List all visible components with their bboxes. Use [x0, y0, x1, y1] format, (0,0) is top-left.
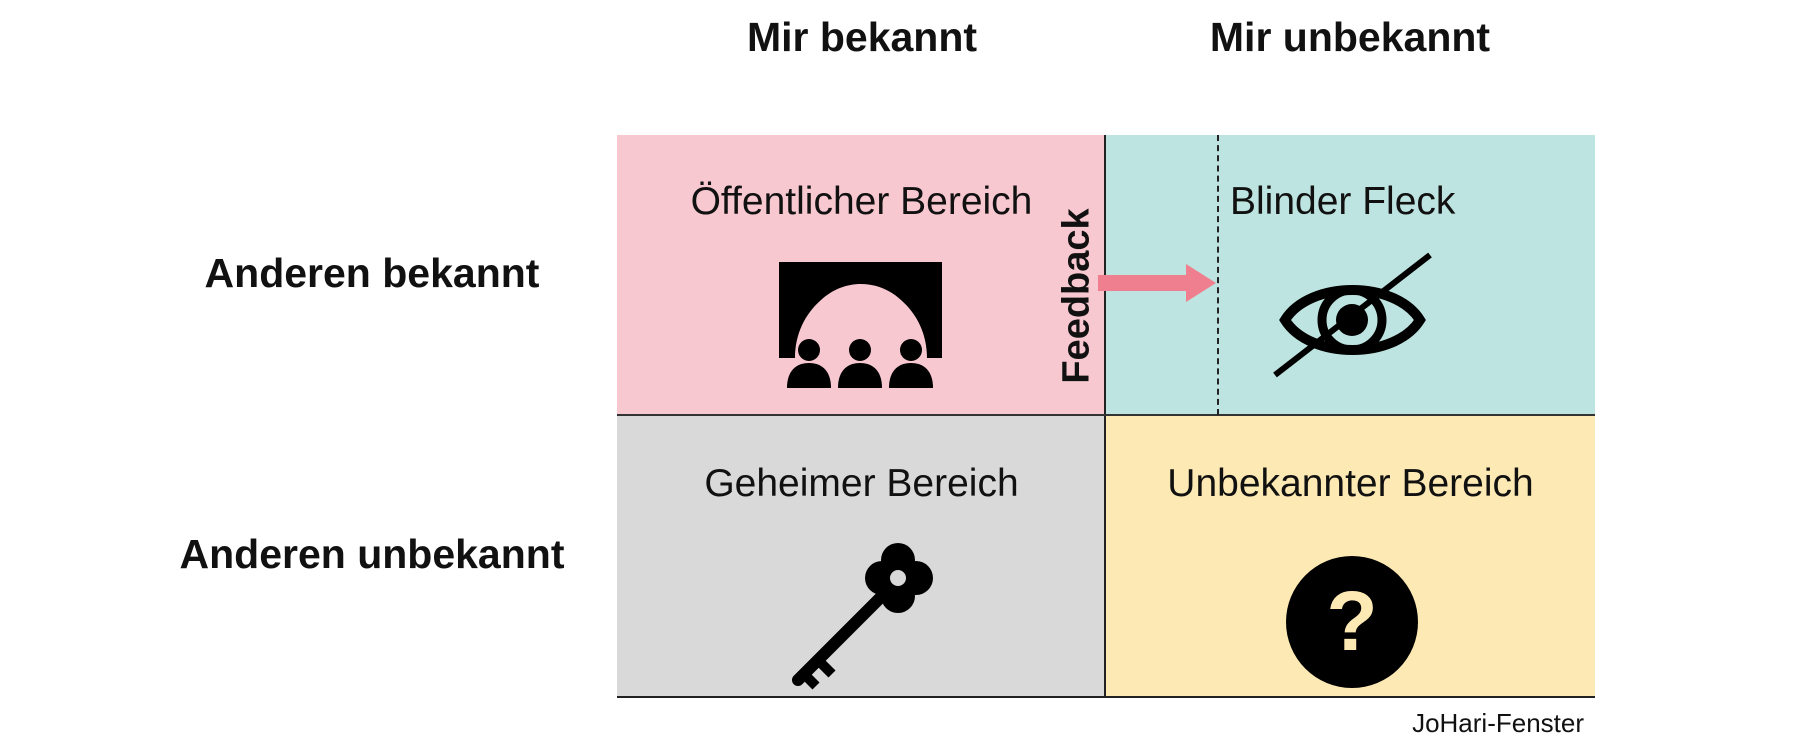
quadrant-title-blind-spot: Blinder Fleck: [1230, 180, 1456, 223]
dashed-divider: [1217, 135, 1219, 415]
quadrant-hidden: [617, 415, 1106, 697]
quadrant-title-public: Öffentlicher Bereich: [690, 180, 1033, 223]
column-header-unknown: Mir unbekannt: [1209, 14, 1491, 60]
key-icon: [792, 543, 933, 690]
caption: JoHari-Fenster: [1412, 708, 1584, 738]
feedback-arrow-icon: [1098, 264, 1216, 302]
horizontal-divider: [617, 414, 1595, 416]
vertical-divider: [1104, 135, 1106, 697]
feedback-label: Feedback: [1055, 208, 1098, 384]
svg-text:?: ?: [1326, 574, 1377, 668]
quadrant-title-unknown: Unbekannter Bereich: [1167, 462, 1534, 505]
question-mark-icon: ?: [1286, 556, 1418, 688]
row-header-unknown: Anderen unbekannt: [179, 531, 565, 577]
row-header-known: Anderen bekannt: [204, 250, 540, 296]
theater-audience-icon: [779, 262, 942, 388]
quadrant-title-hidden: Geheimer Bereich: [704, 462, 1019, 505]
bottom-border: [617, 696, 1595, 698]
eye-crossed-icon: [1273, 252, 1432, 378]
column-header-known: Mir bekannt: [746, 14, 978, 60]
